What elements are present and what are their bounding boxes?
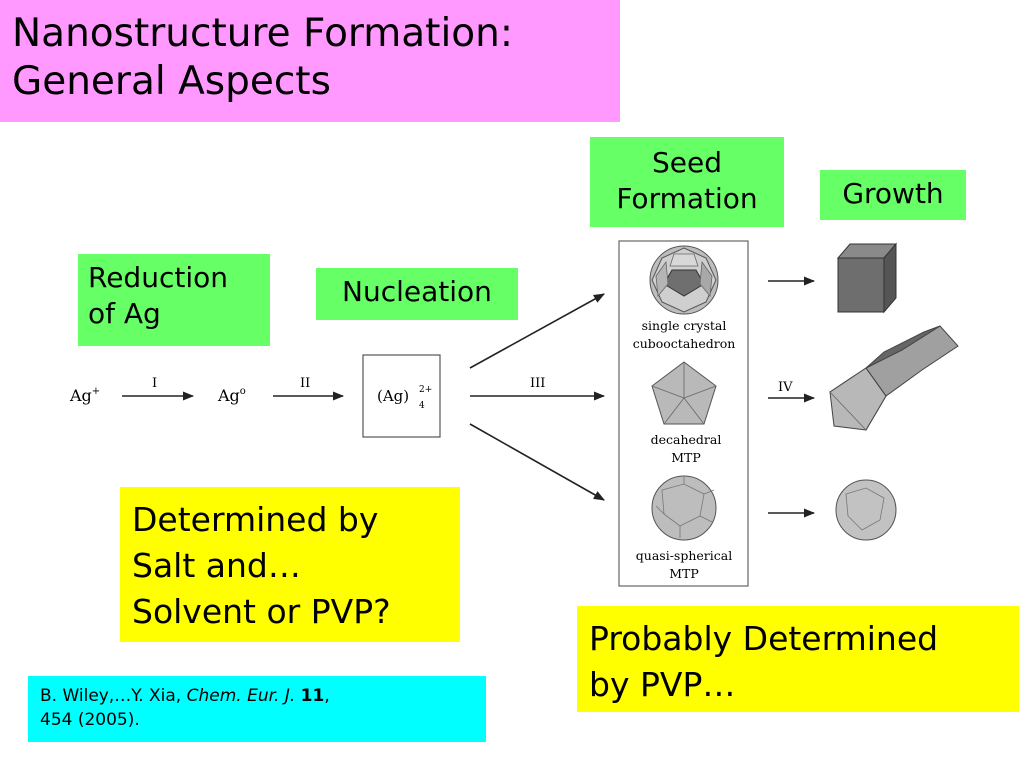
reduction-line-2: of Ag <box>88 297 161 330</box>
step-2-label: II <box>300 376 310 391</box>
step-1-label: I <box>152 376 157 391</box>
probably-line-1: Probably Determined <box>589 619 939 658</box>
step-3-label: III <box>530 376 545 391</box>
sphere-image <box>835 479 897 541</box>
citation-line-2: 454 (2005). <box>40 710 140 730</box>
cluster-box <box>362 354 441 438</box>
ag-plus-text: Ag+ <box>69 386 100 405</box>
determined-line-2: Salt and… <box>132 546 301 585</box>
citation-authors: B. Wiley,…Y. Xia, <box>40 686 187 706</box>
citation-line-1: B. Wiley,…Y. Xia, Chem. Eur. J. 11, <box>40 684 474 708</box>
ag-zero-text: Ago <box>217 386 246 405</box>
cluster-subscript: 4 <box>419 401 425 411</box>
nucleation-label: Nucleation <box>316 268 518 320</box>
cluster-charge: 2+ <box>419 385 432 395</box>
seed-1-line-2: cubooctahedron <box>633 336 736 351</box>
growth-label: Growth <box>820 170 966 220</box>
probably-determined-note: Probably Determined by PVP… <box>577 606 1019 712</box>
title-line-2: General Aspects <box>12 59 331 104</box>
decahedron-image <box>651 361 717 425</box>
title-line-1: Nanostructure Formation: <box>12 11 514 56</box>
seed-3-line-2: MTP <box>669 566 699 581</box>
slide-title: Nanostructure Formation: General Aspects <box>0 0 620 122</box>
determined-by-note: Determined by Salt and… Solvent or PVP? <box>120 487 460 642</box>
cluster-text: (Ag) <box>377 387 409 405</box>
determined-line-3: Solvent or PVP? <box>132 592 391 631</box>
arrow-step-3-up <box>469 293 605 369</box>
citation-box: B. Wiley,…Y. Xia, Chem. Eur. J. 11, 454 … <box>28 676 486 742</box>
quasi-spherical-image <box>651 475 717 541</box>
citation-journal: Chem. Eur. J. <box>186 686 296 706</box>
step-4-label: IV <box>778 380 793 395</box>
citation-comma: , <box>324 686 330 706</box>
cube-image <box>836 242 898 314</box>
seed-2-line-2: MTP <box>671 450 701 465</box>
seed-1-line-1: single crystal <box>642 318 727 333</box>
seed-line-2: Formation <box>616 182 758 215</box>
seed-3-line-1: quasi-spherical <box>636 548 732 563</box>
probably-line-2: by PVP… <box>589 665 736 704</box>
reduction-label: Reduction of Ag <box>78 254 270 346</box>
arrow-step-3-down <box>469 423 605 501</box>
seed-line-1: Seed <box>652 146 722 179</box>
nanorod-image <box>829 325 959 431</box>
citation-volume: 11 <box>300 686 325 706</box>
reduction-line-1: Reduction <box>88 261 228 294</box>
cuboctahedron-image <box>649 245 719 315</box>
seed-formation-label: Seed Formation <box>590 137 784 227</box>
seed-2-line-1: decahedral <box>651 432 722 447</box>
determined-line-1: Determined by <box>132 500 379 539</box>
